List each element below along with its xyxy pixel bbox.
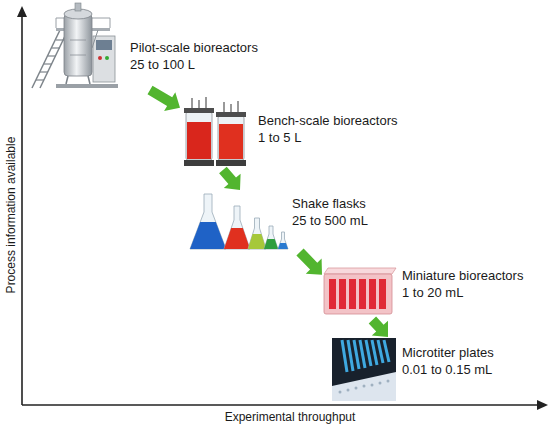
pilot-bioreactor-illustration-part bbox=[56, 39, 64, 40]
bench-bioreactor-illustration-part bbox=[219, 124, 243, 159]
pilot-bioreactor-illustration-part bbox=[92, 30, 98, 48]
volume-range: 0.01 to 0.15 mL bbox=[402, 362, 492, 378]
bench-bioreactor-illustration-part bbox=[216, 112, 246, 117]
volume-range: 1 to 20 mL bbox=[402, 285, 463, 301]
pilot-bioreactor-illustration-part bbox=[56, 18, 57, 28]
microtiter-plate-illustration-part bbox=[360, 340, 365, 368]
shake-flask-illustration-part bbox=[190, 194, 226, 249]
pilot-bioreactor-illustration-part bbox=[110, 18, 111, 28]
microtiter-plate-illustration-part bbox=[366, 340, 371, 366]
shake-flask-illustration-part bbox=[264, 226, 278, 249]
miniature-bioreactor-illustration bbox=[324, 268, 396, 314]
shake-flask-illustration-part bbox=[224, 206, 250, 249]
pilot-bioreactor-illustration-part bbox=[105, 56, 109, 60]
microtiter-plate-illustration-part bbox=[342, 340, 347, 372]
microtiter-plate-illustration-part bbox=[387, 380, 390, 383]
axis-lines-part bbox=[537, 400, 548, 410]
flow-arrow bbox=[219, 167, 241, 190]
pilot-bioreactor-illustration-part bbox=[32, 30, 60, 88]
miniature-bioreactor-illustration-part bbox=[324, 274, 392, 314]
stage-group: Microtiter plates0.01 to 0.15 mL bbox=[330, 337, 530, 402]
pilot-bioreactor-illustration-part bbox=[40, 71, 48, 72]
shake-flask-illustration-part bbox=[248, 218, 266, 249]
shake-flask-illustration-part bbox=[190, 222, 226, 249]
axis-lines-part bbox=[22, 404, 538, 406]
shake-flask-illustration-part bbox=[278, 232, 288, 249]
axis-lines-part bbox=[21, 16, 23, 405]
bench-bioreactor-illustration-part bbox=[218, 116, 244, 160]
flow-arrow bbox=[148, 86, 181, 111]
shake-flask-illustration-part bbox=[278, 243, 288, 249]
bench-bioreactor-illustration-part bbox=[184, 160, 214, 166]
stage-name: Microtiter plates bbox=[402, 345, 494, 361]
shake-flask-illustration-part bbox=[224, 228, 250, 249]
stage-name: Shake flasks bbox=[292, 196, 366, 212]
flow-arrow bbox=[296, 249, 322, 275]
axis-title: Process information available bbox=[4, 65, 18, 365]
pilot-bioreactor-illustration-part bbox=[44, 63, 52, 64]
shake-flask-illustration bbox=[190, 194, 288, 249]
volume-range: 25 to 100 L bbox=[130, 57, 195, 73]
pilot-bioreactor-illustration-part bbox=[52, 47, 60, 48]
bench-bioreactor-illustration-part bbox=[186, 112, 212, 160]
bench-bioreactor-illustration bbox=[184, 97, 246, 166]
pilot-bioreactor-illustration-part bbox=[98, 56, 102, 60]
microtiter-plate-illustration-part bbox=[378, 340, 383, 363]
microtiter-plate-illustration-part bbox=[363, 385, 366, 388]
bench-bioreactor-illustration-part bbox=[216, 160, 246, 166]
stage-name: Pilot-scale bioreactors bbox=[130, 40, 258, 56]
microtiter-plate-illustration-part bbox=[348, 340, 353, 371]
miniature-bioreactor-illustration-part bbox=[349, 279, 356, 309]
pilot-bioreactor-illustration-part bbox=[96, 40, 112, 50]
microtiter-plate-illustration-part bbox=[347, 389, 350, 392]
pilot-bioreactor-illustration-part bbox=[56, 84, 118, 88]
microtiter-plate-illustration-part bbox=[379, 382, 382, 385]
pilot-bioreactor-illustration-part bbox=[64, 14, 92, 76]
pilot-bioreactor-illustration-part bbox=[75, 3, 81, 11]
pilot-bioreactor-illustration-part bbox=[70, 55, 86, 56]
axis-lines-part bbox=[17, 6, 27, 17]
stage-group: Shake flasks25 to 500 mL bbox=[190, 190, 390, 252]
pilot-bioreactor-illustration-part bbox=[93, 36, 115, 82]
microtiter-plate-illustration-part bbox=[332, 338, 396, 401]
stage-group: Pilot-scale bioreactors25 to 100 L bbox=[30, 2, 270, 90]
stage-name: Miniature bioreactors bbox=[402, 268, 523, 284]
stage-group: Miniature bioreactors1 to 20 mL bbox=[322, 262, 544, 320]
pilot-bioreactor-illustration-part bbox=[36, 79, 44, 80]
miniature-bioreactor-illustration-part bbox=[339, 279, 346, 309]
microtiter-plate-illustration bbox=[332, 338, 396, 401]
pilot-bioreactor-illustration-part bbox=[88, 76, 90, 84]
pilot-bioreactor-illustration-part bbox=[48, 55, 56, 56]
volume-range: 25 to 500 mL bbox=[292, 213, 368, 229]
pilot-bioreactor-illustration-part bbox=[70, 40, 86, 41]
axis-title: Experimental throughput bbox=[140, 410, 440, 424]
microtiter-plate-illustration-part bbox=[384, 340, 389, 362]
miniature-bioreactor-illustration-part bbox=[329, 279, 336, 309]
miniature-bioreactor-illustration-part bbox=[369, 279, 376, 309]
microtiter-plate-illustration-part bbox=[332, 372, 396, 401]
microtiter-plate-illustration-part bbox=[355, 387, 358, 390]
microtiter-plate-illustration-part bbox=[339, 391, 342, 394]
miniature-bioreactor-illustration-part bbox=[379, 279, 386, 309]
flow-arrow bbox=[369, 317, 388, 337]
microtiter-plate-illustration-part bbox=[372, 340, 377, 365]
pilot-bioreactor-illustration-part bbox=[66, 76, 68, 84]
microtiter-plate-illustration-part bbox=[354, 340, 359, 369]
stage-group: Bench-scale bioreactors1 to 5 L bbox=[180, 95, 425, 170]
microtiter-plate-illustration-part bbox=[371, 384, 374, 387]
axis-lines bbox=[17, 6, 548, 410]
bench-bioreactor-illustration-part bbox=[187, 122, 211, 159]
stage-name: Bench-scale bioreactors bbox=[258, 113, 397, 129]
miniature-bioreactor-illustration-part bbox=[359, 279, 366, 309]
pilot-bioreactor-illustration bbox=[32, 3, 118, 88]
shake-flask-illustration-part bbox=[264, 239, 278, 249]
shake-flask-illustration-part bbox=[248, 234, 266, 249]
volume-range: 1 to 5 L bbox=[258, 130, 301, 146]
bench-bioreactor-illustration-part bbox=[184, 108, 214, 113]
miniature-bioreactor-illustration-part bbox=[324, 268, 396, 274]
